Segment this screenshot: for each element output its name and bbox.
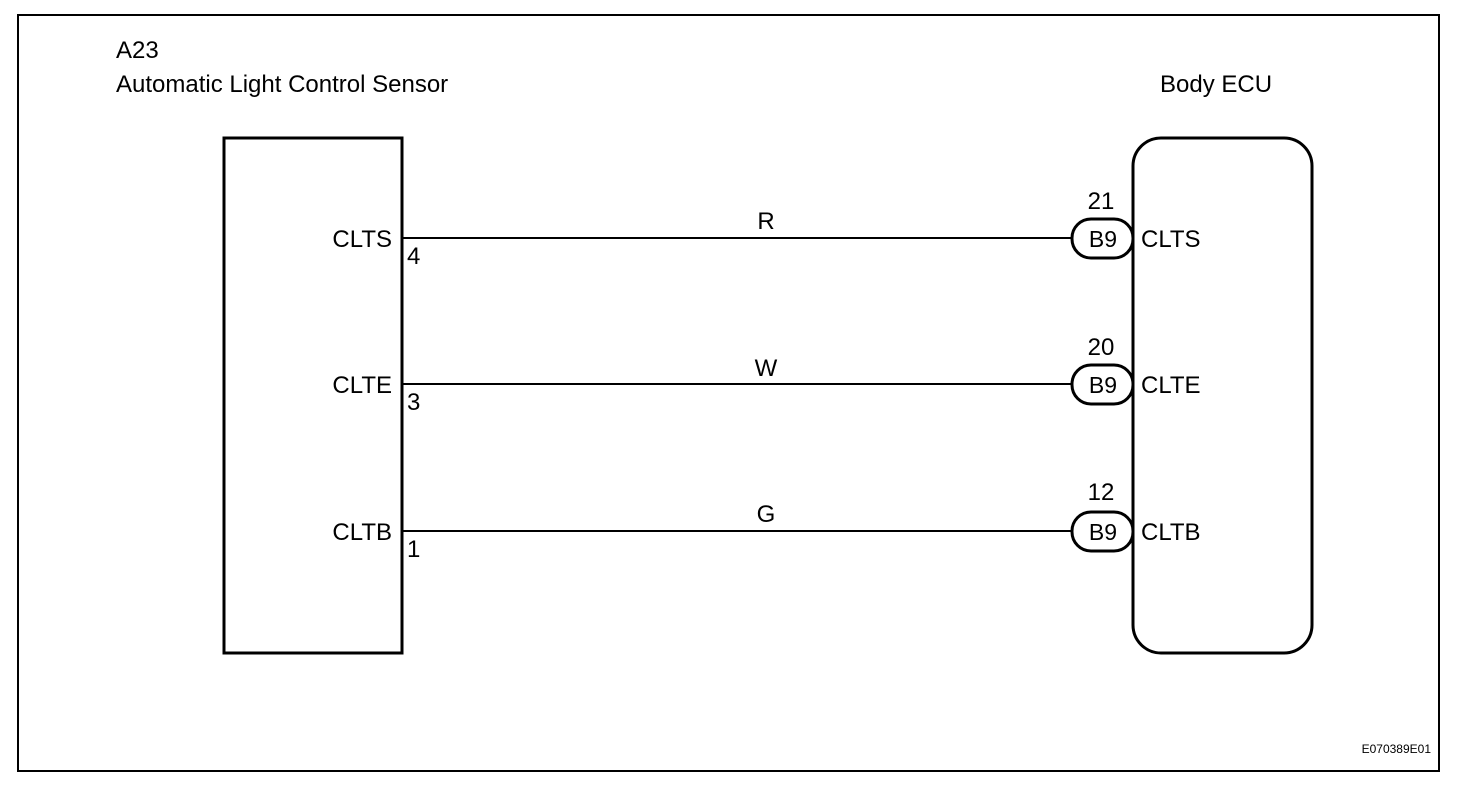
sensor-signal-label: CLTB [332, 519, 392, 546]
ecu-box [1131, 136, 1314, 655]
wire-color-label: G [757, 501, 776, 528]
sensor-signal-label: CLTS [332, 226, 392, 253]
wire-color-label: R [757, 208, 774, 235]
circuit-cltb: CLTB 1 G 12 B9 CLTB [332, 479, 1200, 563]
wire-color-label: W [755, 355, 778, 382]
connector-badge [1070, 363, 1135, 406]
sensor-code: A23 [116, 37, 159, 64]
diagram-frame [17, 14, 1440, 772]
sensor-box [222, 136, 404, 655]
ecu-signal-label: CLTB [1141, 519, 1201, 546]
circuit-clts: CLTS 4 R 21 B9 CLTS [332, 188, 1200, 270]
connector-badge [1070, 217, 1135, 260]
connector-code: B9 [1089, 226, 1117, 252]
sensor-pin-number: 1 [407, 536, 420, 563]
ecu-pin-number: 21 [1088, 188, 1115, 215]
sensor-name: Automatic Light Control Sensor [116, 71, 448, 98]
sensor-pin-number: 3 [407, 389, 420, 416]
ecu-signal-label: CLTE [1141, 372, 1201, 399]
connector-badge [1070, 510, 1135, 553]
ecu-pin-number: 12 [1088, 479, 1115, 506]
sensor-signal-label: CLTE [332, 372, 392, 399]
ecu-pin-number: 20 [1088, 334, 1115, 361]
connector-code: B9 [1089, 372, 1117, 398]
sensor-pin-number: 4 [407, 243, 420, 270]
ecu-signal-label: CLTS [1141, 226, 1201, 253]
figure-code: E070389E01 [1362, 742, 1432, 756]
ecu-name: Body ECU [1160, 71, 1272, 98]
connector-code: B9 [1089, 519, 1117, 545]
circuit-clte: CLTE 3 W 20 B9 CLTE [332, 334, 1200, 416]
